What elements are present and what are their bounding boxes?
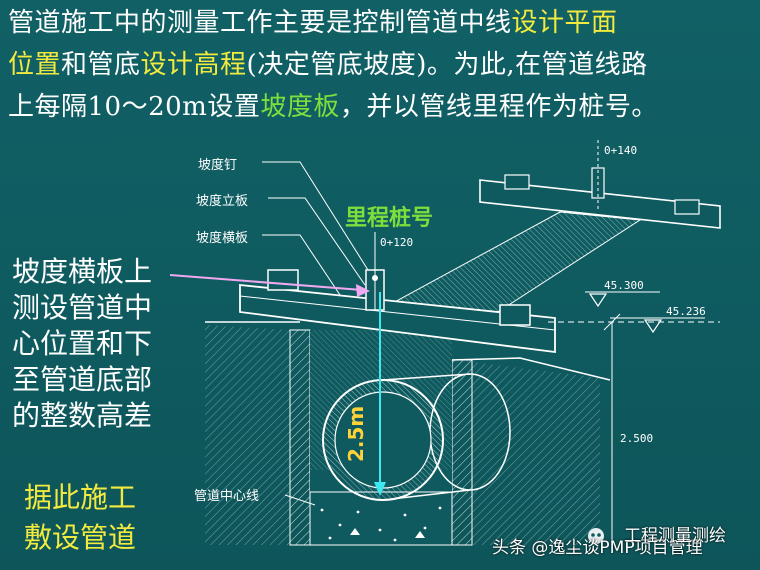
label-slope-nail: 坡度钉 <box>198 158 238 173</box>
highlight-design-plane: 设计平面 <box>511 8 618 38</box>
support-block-right <box>499 304 531 326</box>
leader-nail <box>262 161 369 271</box>
elev-mark-1 <box>588 293 608 308</box>
bedding-texture <box>320 506 442 542</box>
intro-text: 管道施工中的测量工作主要是控制管道中线设计平面 位置和管底设计高程(决定管底坡度… <box>8 2 756 128</box>
watermark-text-2: 工程测量测绘 <box>624 526 726 546</box>
far-support-left <box>504 174 530 190</box>
ground-line-right <box>449 357 611 381</box>
label-slope-post: 坡度立板 <box>196 194 249 209</box>
intro-line-3: 上每隔10～20m设置坡度板，并以管线里程作为桩号。 <box>8 92 658 122</box>
pointer-arrow <box>169 274 363 291</box>
trench-wall-left <box>289 329 311 546</box>
label-stake-title: 里程桩号 <box>345 205 434 231</box>
label-stake-far: 0+140 <box>604 144 638 157</box>
far-support-right <box>674 199 700 215</box>
far-slope-board-beam <box>479 179 721 229</box>
label-elevation-2: 45.236 <box>666 305 706 318</box>
slope-board-beam <box>239 284 556 354</box>
label-centerline: 管道中心线 <box>194 489 260 504</box>
label-elevation-1: 45.300 <box>604 279 644 292</box>
side-note-2: 据此施工 敷设管道 <box>24 481 137 554</box>
soil-left <box>205 325 290 545</box>
elev-mark-2 <box>643 319 663 334</box>
side-note: 坡度横板上 测设管道中 心位置和下 至管道底部 的整数高差 <box>12 255 153 432</box>
leader-beam <box>262 234 341 296</box>
intro-line-2: 位置和管底设计高程(决定管底坡度)。为此,在管道线路 <box>8 50 648 80</box>
watermark-text: 头条 @逸尘谈PMP项目管理 <box>492 538 703 558</box>
watermark-logo <box>588 528 604 544</box>
highlight-design-elevation: 设计高程 <box>140 50 247 80</box>
highlight-position: 位置 <box>8 50 62 80</box>
leader-post <box>268 197 366 286</box>
support-block-left <box>267 269 299 291</box>
highlight-slope-board: 坡度板 <box>260 92 340 122</box>
soil-right <box>472 362 600 545</box>
label-stake-near: 0+120 <box>380 236 414 249</box>
label-depth-dimension: 2.500 <box>620 432 654 445</box>
intro-line-1: 管道施工中的测量工作主要是控制管道中线设计平面 <box>8 8 618 38</box>
trench-wall-right <box>451 359 473 546</box>
label-slope-beam: 坡度横板 <box>196 231 249 246</box>
label-depth-mark: 2.5m <box>344 405 368 462</box>
